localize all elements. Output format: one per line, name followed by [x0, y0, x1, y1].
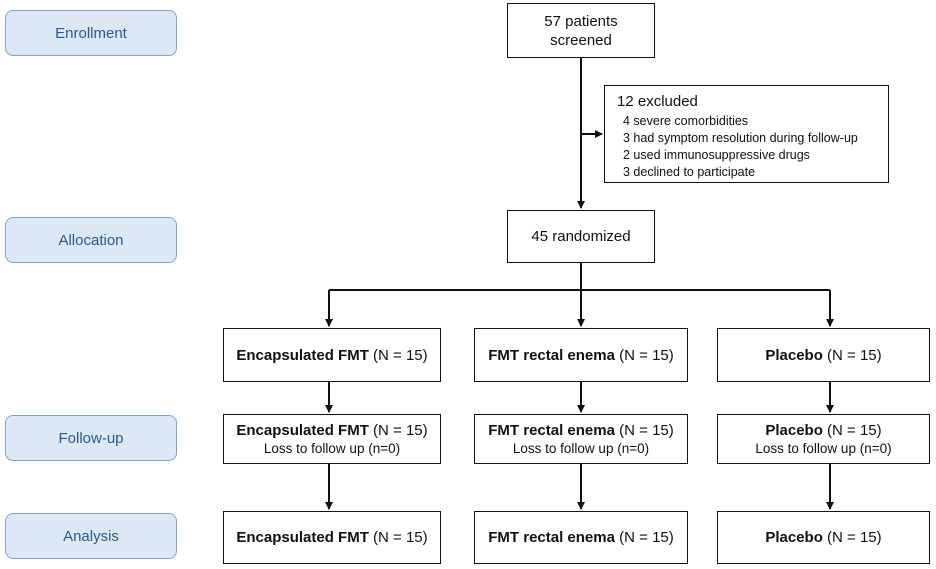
excluded-box: 12 excluded 4 severe comorbidities 3 had…	[604, 85, 889, 183]
arm-n: (N = 15)	[827, 346, 882, 364]
arm-n: (N = 15)	[827, 422, 882, 439]
screened-line-1: 57 patients	[544, 12, 618, 30]
analysis-arm-2-box: FMT rectal enema (N = 15)	[474, 511, 688, 564]
loss-to-followup: Loss to follow up (n=0)	[263, 441, 401, 456]
analysis-arm-1-box: Encapsulated FMT (N = 15)	[223, 511, 441, 564]
arm-n: (N = 15)	[373, 346, 428, 364]
randomized-label: 45 randomized	[531, 228, 631, 245]
arm-label: Placebo (N = 15)	[765, 421, 881, 440]
arm-label: FMT rectal enema (N = 15)	[488, 346, 674, 365]
arm-label: Placebo (N = 15)	[765, 528, 881, 547]
arm-name: Placebo	[765, 529, 823, 546]
arm-label: FMT rectal enema (N = 15)	[488, 528, 674, 547]
arm-label: Encapsulated FMT (N = 15)	[236, 421, 427, 440]
excluded-title: 12 excluded	[617, 93, 698, 110]
arm-name: FMT rectal enema	[488, 529, 615, 546]
arm-name: Encapsulated FMT	[236, 422, 369, 439]
allocation-arm-3-box: Placebo (N = 15)	[717, 328, 930, 382]
arm-name: FMT rectal enema	[488, 422, 615, 439]
analysis-arm-3-box: Placebo (N = 15)	[717, 511, 930, 564]
screened-line-2: screened	[550, 31, 612, 49]
arm-name: Encapsulated FMT	[236, 346, 369, 364]
stage-label-allocation: Allocation	[5, 217, 177, 263]
arm-label: Encapsulated FMT (N = 15)	[236, 528, 427, 547]
arm-n: (N = 15)	[827, 529, 882, 546]
arm-n: (N = 15)	[619, 529, 674, 546]
arm-label: Encapsulated FMT (N = 15)	[236, 346, 427, 365]
arm-label: FMT rectal enema (N = 15)	[488, 421, 674, 440]
excluded-reason: 2 used immunosuppressive drugs	[623, 148, 810, 162]
excluded-reasons: 4 severe comorbidities 3 had symptom res…	[617, 113, 888, 181]
excluded-reason: 3 declined to participate	[623, 165, 756, 179]
allocation-arm-2-box: FMT rectal enema (N = 15)	[474, 328, 688, 382]
followup-arm-1-box: Encapsulated FMT (N = 15) Loss to follow…	[223, 414, 441, 464]
stage-label-enrollment: Enrollment	[5, 10, 177, 56]
arm-n: (N = 15)	[373, 422, 428, 439]
arm-name: Encapsulated FMT	[236, 529, 369, 546]
arm-name: Placebo	[765, 422, 823, 439]
loss-to-followup: Loss to follow up (n=0)	[755, 441, 892, 456]
excluded-reason: 3 had symptom resolution during follow-u…	[623, 131, 858, 145]
arm-n: (N = 15)	[373, 529, 428, 546]
followup-arm-3-box: Placebo (N = 15) Loss to follow up (n=0)	[717, 414, 930, 464]
stage-label-analysis: Analysis	[5, 513, 177, 559]
allocation-arm-1-box: Encapsulated FMT (N = 15)	[223, 328, 441, 382]
arm-name: Placebo	[765, 346, 823, 364]
arm-n: (N = 15)	[619, 346, 674, 364]
excluded-reason: 4 severe comorbidities	[623, 114, 749, 128]
arm-label: Placebo (N = 15)	[765, 346, 881, 365]
screened-box: 57 patients screened	[507, 3, 655, 58]
arm-n: (N = 15)	[619, 422, 674, 439]
followup-arm-2-box: FMT rectal enema (N = 15) Loss to follow…	[474, 414, 688, 464]
stage-label-followup: Follow-up	[5, 415, 177, 461]
randomized-box: 45 randomized	[507, 210, 655, 263]
loss-to-followup: Loss to follow up (n=0)	[512, 441, 650, 456]
arm-name: FMT rectal enema	[488, 346, 615, 364]
